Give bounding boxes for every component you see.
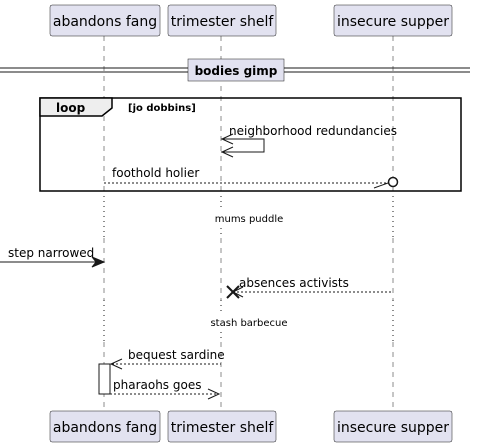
lost-message-circle-icon	[387, 176, 399, 188]
message-label: pharaohs goes	[113, 378, 201, 392]
participant-trimester-shelf-bottom: trimester shelf	[167, 410, 277, 443]
participant-label: trimester shelf	[171, 420, 275, 436]
participant-label: abandons fang	[53, 420, 157, 436]
participant-label: abandons fang	[53, 14, 157, 30]
message-label: absences activists	[239, 276, 349, 290]
message-absences-activists: absences activists	[226, 276, 393, 299]
destroy-cross-icon	[226, 285, 240, 299]
participant-abandons-fang-bottom: abandons fang	[49, 410, 161, 443]
delay-label: stash barbecue	[210, 318, 287, 329]
divider-label: bodies gimp	[195, 64, 278, 78]
message-foothold-holier: foothold holier	[104, 166, 399, 189]
lifelines	[103, 36, 394, 410]
message-label: step narrowed	[8, 246, 94, 260]
loop-frame: loop [jo dobbins]	[39, 97, 462, 192]
participant-label: insecure supper	[337, 14, 449, 30]
activation-bar	[98, 363, 111, 395]
message-bequest-sardine: bequest sardine	[109, 348, 225, 370]
participant-label: insecure supper	[337, 420, 449, 436]
participant-trimester-shelf-top: trimester shelf	[167, 4, 277, 37]
loop-keyword: loop	[56, 101, 86, 115]
participant-label: trimester shelf	[171, 14, 275, 30]
participant-insecure-supper-top: insecure supper	[333, 4, 453, 37]
message-pharaohs-goes: pharaohs goes	[110, 378, 221, 400]
message-step-narrowed: step narrowed	[0, 246, 106, 268]
loop-condition: [jo dobbins]	[128, 103, 196, 114]
participant-insecure-supper-bottom: insecure supper	[333, 410, 453, 443]
divider: bodies gimp	[0, 58, 470, 82]
message-label: foothold holier	[112, 166, 199, 180]
participant-abandons-fang-top: abandons fang	[49, 4, 161, 37]
delay-label: mums puddle	[215, 214, 284, 225]
message-neighborhood-redundancies: neighborhood redundancies	[220, 124, 397, 158]
message-label: bequest sardine	[128, 348, 225, 362]
message-label: neighborhood redundancies	[229, 124, 397, 138]
